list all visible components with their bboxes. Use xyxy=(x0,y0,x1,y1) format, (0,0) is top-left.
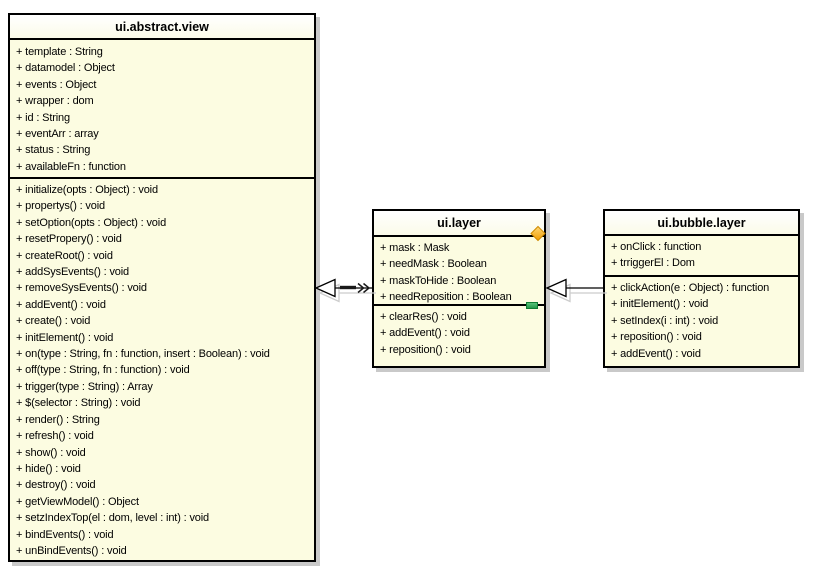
member-row: + clickAction(e : Object) : function xyxy=(611,282,770,294)
methods-compartment: + clearRes() : void + addEvent() : void + … xyxy=(374,306,544,366)
member-row: + addEvent() : void xyxy=(16,298,106,311)
member-row: + reposition() : void xyxy=(611,331,702,344)
attributes-compartment: + template : String + datamodel : Object +… xyxy=(10,40,314,179)
member-row: + unBindEvents() : void xyxy=(16,544,127,557)
member-row: + mask : Mask xyxy=(380,242,450,254)
member-row: + off(type : String, fn : function) : vo… xyxy=(16,364,190,377)
member-row: + needMask : Boolean xyxy=(380,258,487,271)
member-row: + hide() : void xyxy=(16,462,81,475)
member-row: + trriggerEl : Dom xyxy=(611,257,695,270)
class-title: ui.abstract.view xyxy=(10,15,314,40)
member-row: + template : String xyxy=(16,46,103,58)
member-row: + events : Object xyxy=(16,78,97,91)
arrow-shadow xyxy=(318,283,376,303)
member-row: + render() : String xyxy=(16,413,100,426)
member-row: + resetPropery() : void xyxy=(16,233,122,246)
member-row: + addEvent() : void xyxy=(611,347,701,360)
member-row: + eventArr : array xyxy=(16,128,99,141)
attributes-compartment: + onClick : function + trriggerEl : Dom xyxy=(605,236,798,277)
direction-chevrons-icon xyxy=(357,282,371,294)
class-title: ui.layer xyxy=(374,211,544,237)
member-row: + bindEvents() : void xyxy=(16,528,114,541)
class-box-ui-layer[interactable]: ui.layer + mask : Mask + needMask : Boole… xyxy=(372,209,546,368)
hollow-triangle-arrowhead xyxy=(545,278,567,298)
member-row: + id : String xyxy=(16,111,70,124)
member-row: + status : String xyxy=(16,144,91,157)
member-row: + reposition() : void xyxy=(380,343,471,356)
member-row: + propertys() : void xyxy=(16,200,106,213)
member-row: + $(selector : String) : void xyxy=(16,397,141,410)
member-row: + wrapper : dom xyxy=(16,95,94,108)
member-row: + show() : void xyxy=(16,446,86,459)
class-box-ui-bubble-layer[interactable]: ui.bubble.layer + onClick : function + tr… xyxy=(603,209,800,368)
member-row: + availableFn : function xyxy=(16,160,126,173)
member-row: + addEvent() : void xyxy=(380,327,470,340)
member-row: + create() : void xyxy=(16,315,91,328)
attributes-compartment: + mask : Mask + needMask : Boolean + maskT… xyxy=(374,237,544,306)
member-row: + getViewModel() : Object xyxy=(16,495,139,508)
methods-compartment: + initialize(opts : Object) : void + prop… xyxy=(10,179,314,560)
generalization-arrow-bubble-layer-to-layer[interactable] xyxy=(545,278,607,303)
member-row: + destroy() : void xyxy=(16,479,96,492)
member-row: + clearRes() : void xyxy=(380,311,467,323)
generalization-arrow-layer-to-abstract-view[interactable] xyxy=(314,278,376,303)
class-box-ui-abstract-view[interactable]: ui.abstract.view + template : String + da… xyxy=(8,13,316,562)
member-row: + onClick : function xyxy=(611,241,702,253)
member-row: + removeSysEvents() : void xyxy=(16,282,147,295)
member-row: + datamodel : Object xyxy=(16,62,115,75)
arrow-shadow xyxy=(549,283,607,303)
class-title: ui.bubble.layer xyxy=(605,211,798,236)
member-row: + on(type : String, fn : function, inser… xyxy=(16,348,270,361)
member-row: + needReposition : Boolean xyxy=(380,291,512,304)
member-row: + addSysEvents() : void xyxy=(16,266,130,279)
member-row: + setIndex(i : int) : void xyxy=(611,314,719,327)
member-row: + setOption(opts : Object) : void xyxy=(16,216,167,229)
member-row: + refresh() : void xyxy=(16,430,94,443)
hollow-triangle-arrowhead xyxy=(314,278,336,298)
member-row: + initialize(opts : Object) : void xyxy=(16,184,158,196)
member-row: + initElement() : void xyxy=(611,298,709,311)
methods-compartment: + clickAction(e : Object) : function + in… xyxy=(605,277,798,366)
member-row: + maskToHide : Boolean xyxy=(380,274,497,287)
member-row: + initElement() : void xyxy=(16,331,114,344)
member-row: + setzIndexTop(el : dom, level : int) : … xyxy=(16,512,210,525)
member-row: + trigger(type : String) : Array xyxy=(16,380,153,393)
member-row: + createRoot() : void xyxy=(16,249,113,262)
